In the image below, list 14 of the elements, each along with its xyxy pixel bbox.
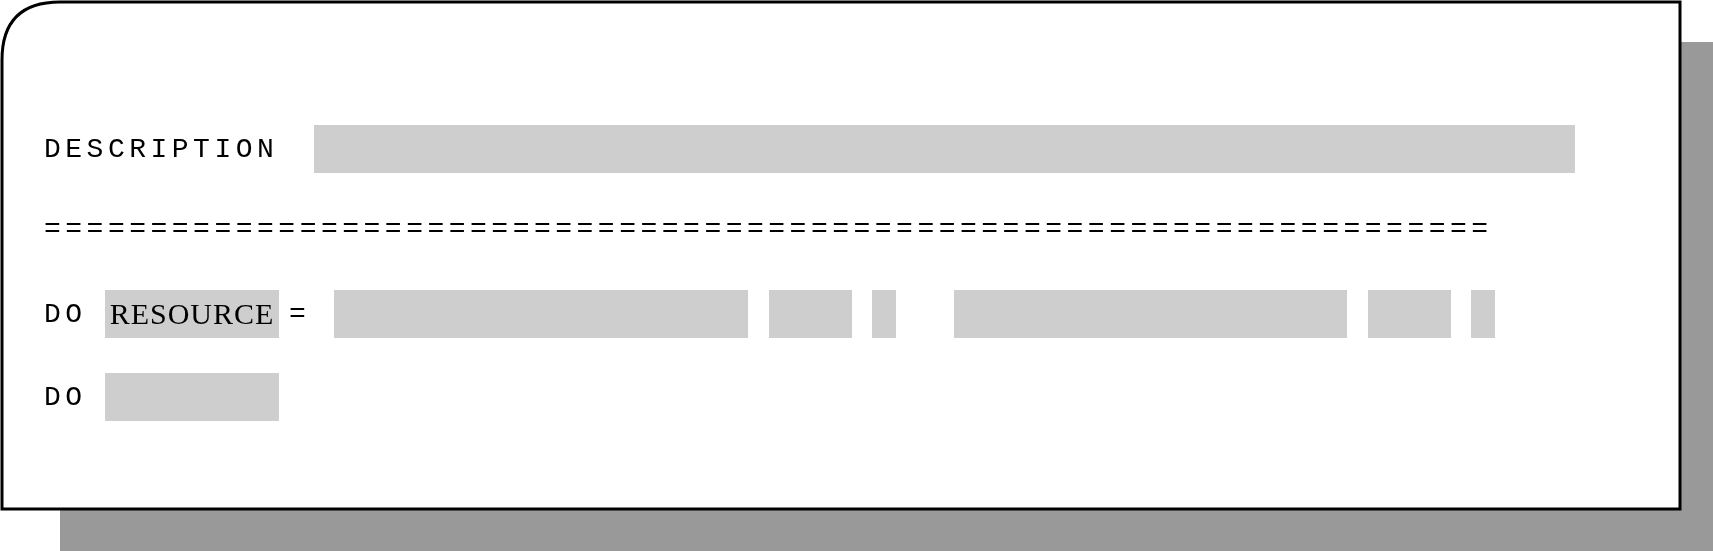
input-field xyxy=(954,290,1347,338)
input-field xyxy=(1368,290,1451,338)
field-label: DESCRIPTION xyxy=(44,132,279,167)
input-field xyxy=(334,290,748,338)
input-field xyxy=(872,290,896,338)
separator-line: ==================================================================== xyxy=(44,212,1493,247)
keyword: DO xyxy=(44,380,87,415)
input-field xyxy=(314,125,1575,173)
operator: = xyxy=(289,297,311,332)
input-field xyxy=(1471,290,1495,338)
input-field xyxy=(769,290,852,338)
highlighted-keyword: RESOURCE xyxy=(105,290,279,338)
keyword: DO xyxy=(44,297,87,332)
input-field xyxy=(105,373,279,421)
